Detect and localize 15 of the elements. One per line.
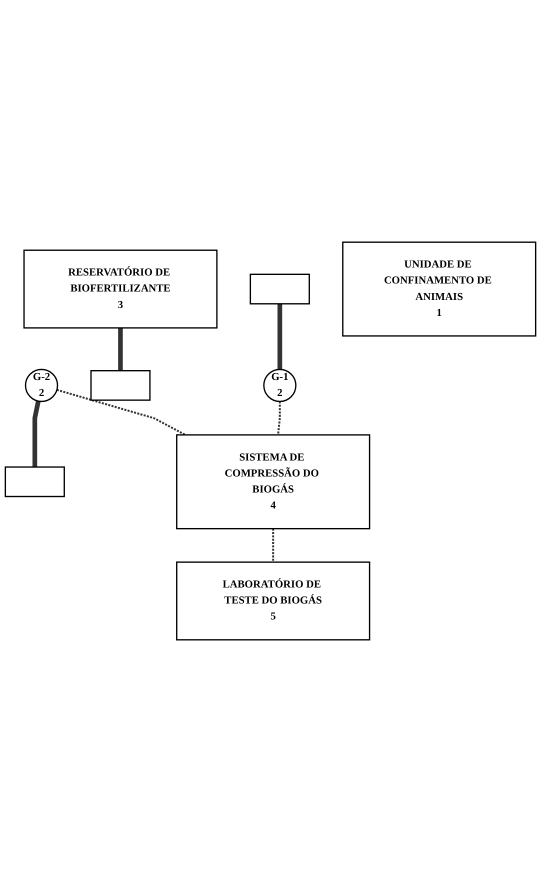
node-circle: G-2 2 — [24, 368, 58, 402]
node-box: SISTEMA DE COMPRESSÃO DO BIOGÁS 4 — [176, 434, 370, 530]
node-circle: G-1 2 — [263, 368, 296, 402]
connector — [118, 328, 123, 371]
connector — [56, 388, 186, 436]
connector — [272, 528, 274, 562]
node-box — [90, 370, 151, 401]
node-box: RESERVATÓRIO DE BIOFERTILIZANTE 3 — [23, 250, 218, 329]
connector — [278, 304, 282, 370]
node-box — [250, 274, 310, 304]
connector — [32, 400, 41, 468]
node-box: LABORATÓRIO DE TESTE DO BIOGÁS 5 — [176, 561, 370, 640]
connector — [277, 401, 281, 435]
node-box: UNIDADE DE CONFINAMENTO DE ANIMAIS 1 — [342, 242, 536, 337]
node-box — [4, 466, 65, 498]
